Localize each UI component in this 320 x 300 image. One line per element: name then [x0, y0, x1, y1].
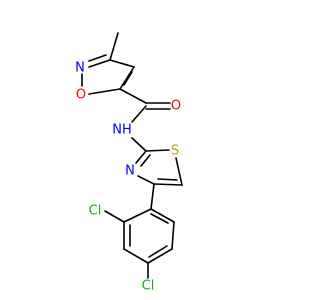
molecule-structure: N O O NH S N Cl Cl — [75, 32, 183, 294]
bond-ph-c3-c4 — [123, 248, 149, 264]
bond-c5-c4t — [153, 183, 183, 186]
bond-c5-carbonyl — [119, 88, 147, 104]
bond-ph-c6-c1-double — [150, 213, 169, 224]
isoxazole-oxygen-label: O — [76, 88, 86, 103]
bond-thiazole-phenyl — [150, 183, 155, 210]
chlorine-2-label: Cl — [89, 204, 102, 219]
bond-carbonyl-nh — [131, 105, 147, 123]
atom-nh-amide: NH — [112, 123, 132, 138]
bond-c5-c4-double — [123, 71, 133, 86]
bond-c3-n — [88, 59, 111, 68]
bond-nh-thiazole — [131, 137, 147, 152]
bond-ph-cl2 — [104, 210, 125, 223]
atom-o-isoxazole: O — [76, 88, 86, 103]
atom-n-isoxazole: N — [75, 61, 85, 76]
bond-ph-c5-c6 — [171, 221, 175, 250]
bond-ph-c4-c5 — [147, 248, 173, 264]
bond-c3-n-double — [88, 54, 107, 62]
atom-labels: N O O NH S N Cl Cl — [75, 61, 181, 294]
atom-n-thiazole: N — [125, 164, 135, 179]
molecule-structure-canvas: N O O NH S N Cl Cl — [75, 32, 183, 294]
thiazole-nitrogen-label: N — [125, 164, 135, 179]
bond-ph-c4-c5-double — [148, 245, 168, 258]
bond-o-c5 — [88, 88, 121, 95]
bond-s-c5 — [175, 157, 183, 186]
atom-o-carbonyl: O — [171, 99, 181, 114]
bond-n-c2-double — [140, 154, 151, 167]
atom-s-thiazole: S — [171, 144, 179, 159]
bonds — [81, 32, 183, 279]
bond-c5-c4t-double — [157, 178, 178, 181]
amide-nh-label: NH — [112, 123, 132, 138]
bond-c4-c3 — [109, 59, 135, 68]
bond-c5-c4 — [119, 66, 135, 90]
bond-c4t-n — [137, 175, 155, 185]
atom-cl-2: Cl — [89, 204, 102, 219]
atom-cl-4: Cl — [142, 279, 155, 294]
bond-c2-s — [145, 149, 170, 152]
thiazole-sulfur-label: S — [171, 144, 179, 159]
carbonyl-oxygen-label: O — [171, 99, 181, 114]
isoxazole-nitrogen-label: N — [75, 61, 85, 76]
bond-ph-c6-c1 — [150, 208, 175, 223]
bond-methyl — [109, 32, 119, 61]
chlorine-4-label: Cl — [142, 279, 155, 294]
bond-n-c2 — [135, 150, 147, 164]
bond-ph-c1-c2 — [123, 208, 152, 223]
